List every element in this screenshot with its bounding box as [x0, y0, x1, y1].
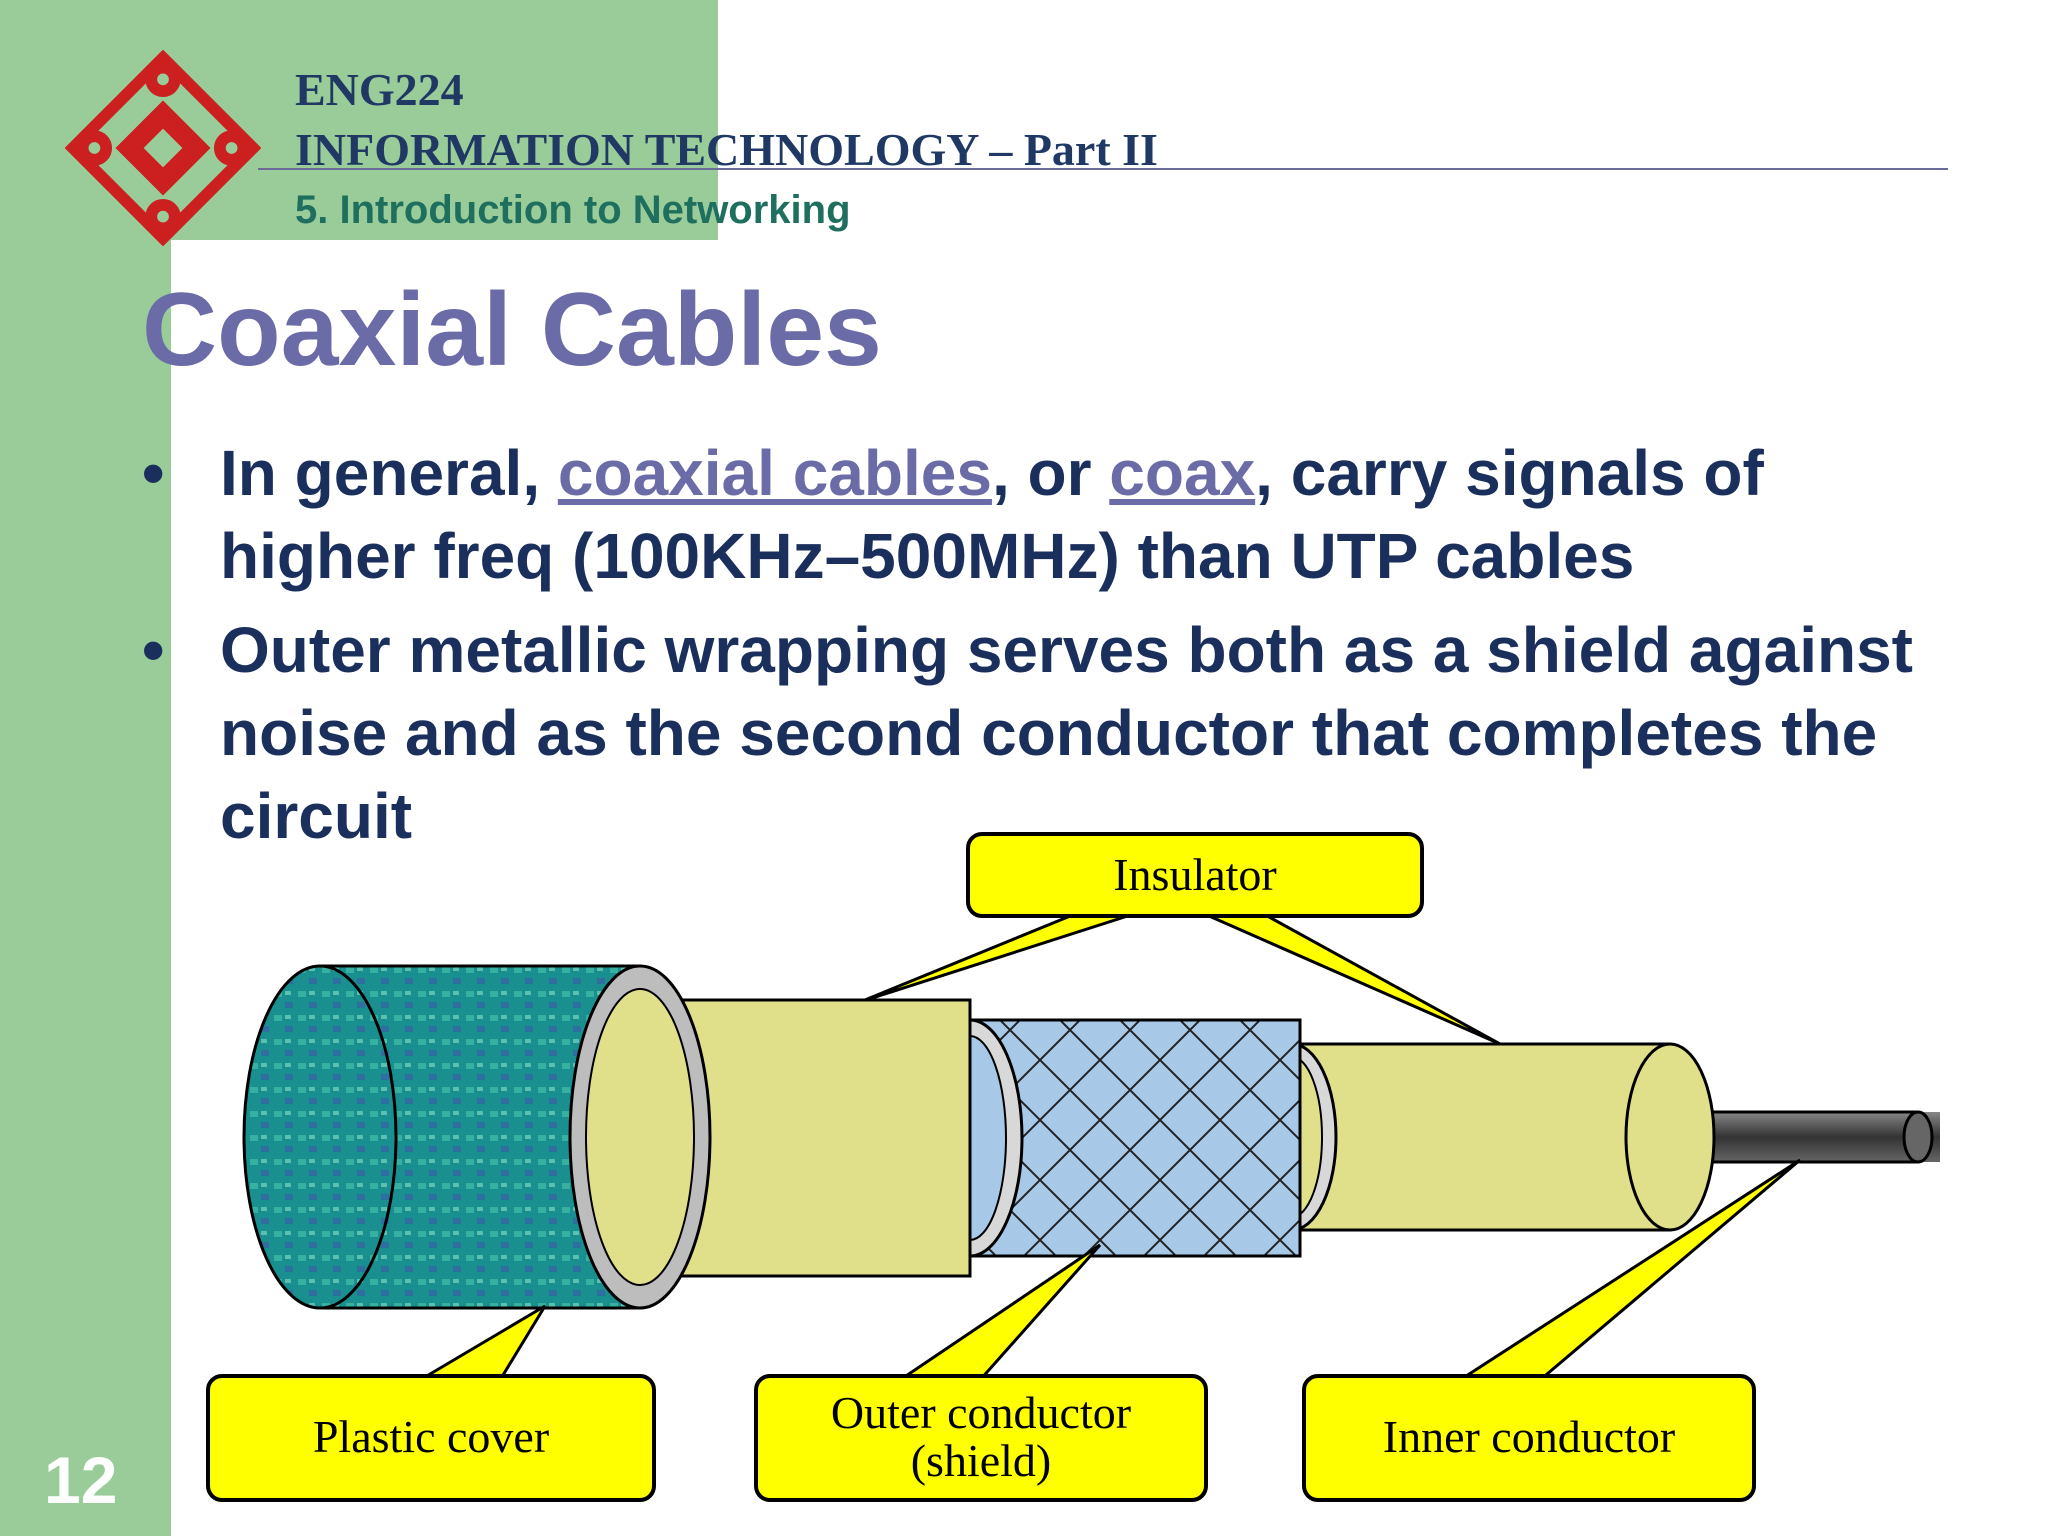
inner-conductor-label: Inner conductor: [1383, 1411, 1676, 1462]
outer-conductor-callout: Outer conductor (shield): [754, 1243, 1208, 1502]
bullet-marker: •: [142, 437, 165, 509]
header-divider: [258, 168, 1948, 170]
university-logo-icon: [65, 50, 261, 246]
bullet-item: • Outer metallic wrapping serves both as…: [142, 609, 1962, 858]
course-title: INFORMATION TECHNOLOGY – Part II: [295, 124, 1158, 175]
coax-link[interactable]: coax: [1109, 437, 1256, 509]
bullet-marker: •: [142, 614, 165, 686]
course-code: ENG224: [295, 64, 464, 115]
shield-mesh: [916, 1018, 1302, 1258]
bullet-text: , carry signals of higher freq (100KHz–5…: [220, 437, 1764, 592]
page-number: 12: [44, 1443, 118, 1517]
left-green-strip: [0, 0, 171, 1536]
bullet-list: • In general, coaxial cables, or coax, c…: [142, 432, 1962, 869]
inner-conductor-callout: Inner conductor: [1302, 1158, 1801, 1502]
outer-conductor-label-line1: Outer conductor: [831, 1387, 1131, 1438]
chapter-title: 5. Introduction to Networking: [295, 188, 851, 232]
bullet-item: • In general, coaxial cables, or coax, c…: [142, 432, 1962, 598]
coaxial-cable-diagram: Insulator Plastic cover: [206, 832, 1940, 1502]
insulator-label: Insulator: [1113, 849, 1277, 900]
outer-conductor-label-line2: (shield): [911, 1435, 1052, 1486]
inner-insulator: [1246, 1042, 1716, 1232]
plastic-cover: [242, 964, 712, 1310]
slide-title: Coaxial Cables: [142, 272, 882, 388]
plastic-cover-callout: Plastic cover: [206, 1304, 656, 1502]
plastic-cover-label: Plastic cover: [313, 1411, 549, 1462]
bullet-text: , or: [991, 437, 1110, 509]
bullet-text: In general,: [220, 437, 558, 509]
coaxial-cables-link[interactable]: coaxial cables: [557, 437, 992, 509]
insulator-callout: Insulator: [859, 832, 1501, 1046]
bullet-text: Outer metallic wrapping serves both as a…: [220, 614, 1913, 852]
